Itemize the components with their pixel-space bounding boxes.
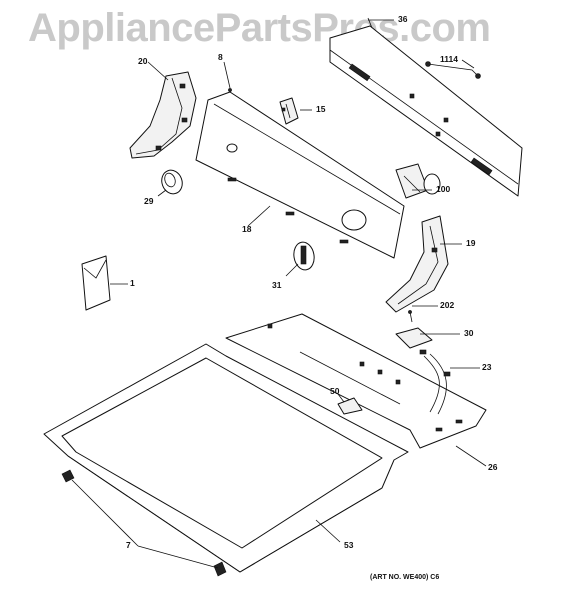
callout-30: 30 [464, 328, 474, 338]
callout-100: 100 [436, 184, 451, 194]
part-202-screw [408, 310, 413, 323]
leader-lines [71, 19, 487, 569]
part-30-bracket [395, 327, 433, 349]
callout-18: 18 [242, 224, 252, 234]
part-1114-harness [425, 61, 481, 79]
callout-36: 36 [398, 14, 408, 24]
callout-1: 1 [130, 278, 135, 288]
art-number: (ART NO. WE400) C6 [370, 574, 440, 581]
callout-1114: 1114 [440, 54, 458, 64]
part-18-control-panel [195, 91, 405, 259]
callout-7: 7 [126, 540, 131, 550]
callout-50: 50 [330, 386, 340, 396]
part-31-timer-knob [293, 241, 315, 271]
part-26-top-support [225, 313, 487, 449]
watermark: AppliancePartsPros.com [28, 6, 491, 50]
part-29-knob [161, 169, 183, 195]
callout-26: 26 [488, 462, 498, 472]
part-19-right-endcap [385, 215, 449, 313]
part-53-top-cover [43, 343, 409, 573]
callout-19: 19 [466, 238, 476, 248]
part-20-left-endcap [129, 71, 197, 159]
part-1-literature [81, 255, 111, 311]
part-7-left-pad [61, 469, 75, 483]
part-100-timer [395, 163, 441, 199]
callout-15: 15 [316, 104, 326, 114]
part-23-wire-harness [419, 349, 451, 415]
callout-31: 31 [272, 280, 282, 290]
callout-202: 202 [440, 300, 455, 310]
callout-8: 8 [218, 52, 223, 62]
part-7-right-pad [213, 561, 227, 577]
callout-20: 20 [138, 56, 148, 66]
callout-23: 23 [482, 362, 492, 372]
part-36-backsplash-panel [329, 17, 523, 197]
callout-53: 53 [344, 540, 354, 550]
part-15-switch [279, 97, 299, 125]
callout-29: 29 [144, 196, 154, 206]
